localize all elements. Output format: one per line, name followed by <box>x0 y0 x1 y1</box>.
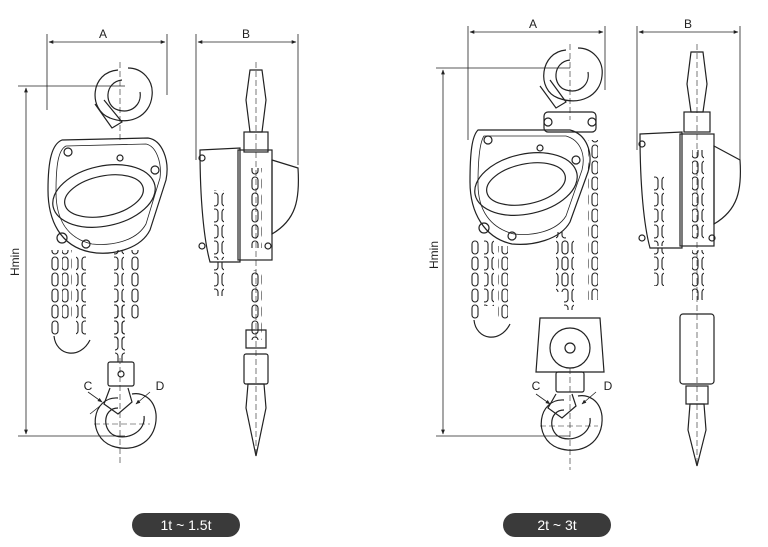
right-label-hmin: Hmin <box>427 241 441 269</box>
right-dim-a <box>467 26 606 140</box>
left-dim-a <box>46 34 168 110</box>
right-hand-chains <box>470 140 598 338</box>
left-dim-hmin <box>18 85 125 437</box>
left-label-c: C <box>84 379 93 393</box>
right-label-a: A <box>529 17 537 31</box>
right-top-hook <box>539 44 603 133</box>
left-label-b: B <box>242 27 250 41</box>
left-hoist-drawing: A B Hmin C D <box>8 27 300 466</box>
left-label-a: A <box>99 27 107 41</box>
right-label-d: D <box>604 379 613 393</box>
left-dim-b <box>195 34 299 165</box>
right-pulley-block <box>535 317 605 373</box>
right-dim-b <box>636 26 741 160</box>
left-top-hook <box>94 62 153 140</box>
right-label-b: B <box>684 17 692 31</box>
left-label-d: D <box>156 379 165 393</box>
left-side-view <box>198 62 300 457</box>
left-bottom-hook <box>87 358 157 466</box>
right-side-view <box>638 44 742 467</box>
left-label-hmin: Hmin <box>8 248 22 276</box>
right-label-c: C <box>532 379 541 393</box>
left-hand-chains <box>49 250 140 362</box>
right-dim-hmin <box>436 67 570 437</box>
capacity-badge-1t-1-5t: 1t ~ 1.5t <box>132 513 240 537</box>
right-hoist-drawing: A B Hmin C D <box>427 17 742 470</box>
capacity-badge-2t-3t: 2t ~ 3t <box>503 513 611 537</box>
right-hoist-body <box>469 129 591 245</box>
right-bottom-hook <box>535 368 603 470</box>
left-hoist-body <box>47 137 168 254</box>
